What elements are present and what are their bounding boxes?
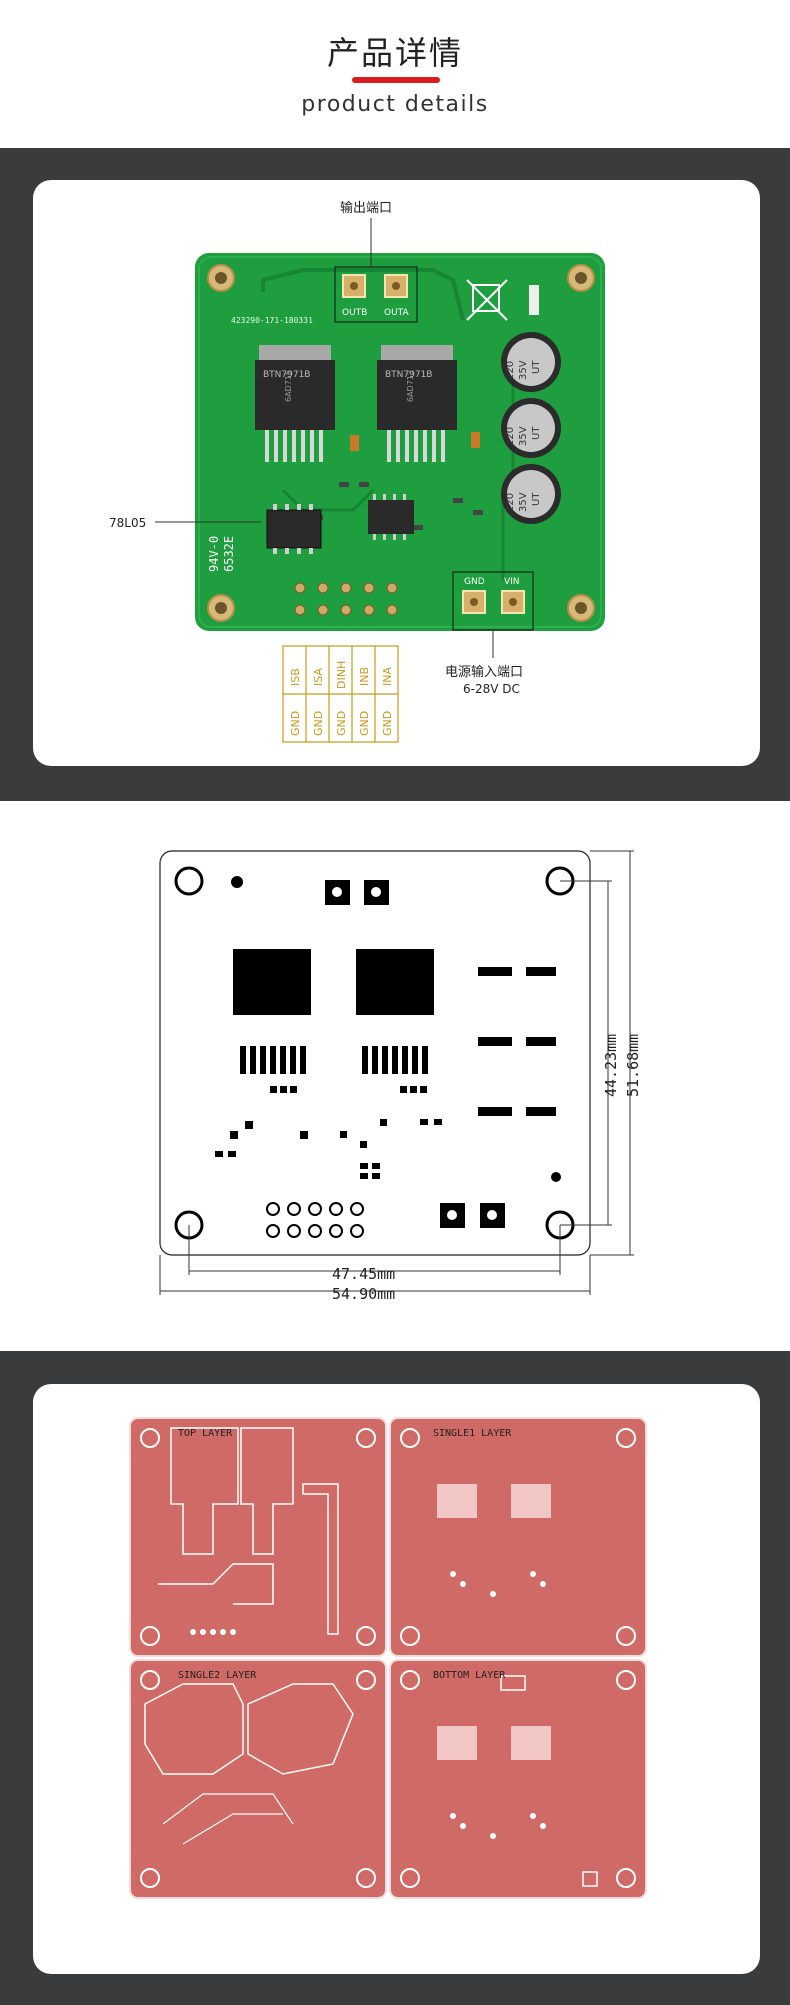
pin-gnd-2: GND — [312, 711, 325, 736]
chip-btn7971b-2 — [377, 345, 457, 462]
pin-label-table — [282, 645, 399, 743]
cap-value-2: 220 — [505, 427, 516, 446]
cap-series-3: UT — [531, 492, 542, 506]
outer-height-label: 51.68mm — [624, 1034, 642, 1097]
cap-voltage-2: 35V — [518, 426, 529, 446]
mounting-holes — [207, 264, 595, 622]
pin-dinh: DINH — [335, 661, 348, 689]
outer-width-label: 54.90mm — [332, 1285, 395, 1303]
inner-width-label: 47.45mm — [332, 1265, 395, 1283]
header-pins — [294, 582, 398, 616]
pin-inb: INB — [358, 667, 371, 686]
panel-bottom-layer: BOTTOM LAYER — [389, 1659, 647, 1899]
layer-panels: TOP LAYER SINGLE1 LAYER SINGLE2 LAYER — [129, 1417, 647, 1899]
pin-ina: INA — [381, 667, 394, 686]
section-subtitle: product details — [301, 92, 489, 117]
panel-single1-layer: SINGLE1 LAYER — [389, 1417, 647, 1657]
power-input-label: 电源输入端口 — [445, 664, 523, 680]
regulator-label: 78L05 — [109, 516, 146, 530]
layers-card: TOP LAYER SINGLE1 LAYER SINGLE2 LAYER — [33, 1384, 760, 1974]
section-header: 产品详情 product details — [0, 0, 790, 148]
chip-78l05 — [266, 509, 322, 549]
cap-series-2: UT — [531, 426, 542, 440]
side-code-1: 94V-0 — [207, 536, 221, 572]
pin-isa: ISA — [312, 668, 325, 686]
board-id: 423290-171-180331 — [231, 316, 313, 325]
panel-top-layer: TOP LAYER — [129, 1417, 387, 1657]
pin-gnd-3: GND — [335, 711, 348, 736]
pin-gnd-4: GND — [358, 711, 371, 736]
layer-single2-label: SINGLE2 LAYER — [178, 1670, 257, 1681]
title-underline — [352, 77, 440, 83]
cap-voltage-1: 35V — [518, 360, 529, 380]
gnd-label: GND — [464, 577, 485, 587]
power-terminals — [462, 590, 525, 614]
outb-label: OUTB — [342, 308, 367, 318]
chip-btn7971b-1 — [255, 345, 335, 462]
layer-bottom-label: BOTTOM LAYER — [433, 1670, 506, 1681]
inner-height-label: 44.23mm — [602, 1034, 620, 1097]
output-port-label: 输出端口 — [340, 200, 392, 216]
layer-single1-label: SINGLE1 LAYER — [433, 1428, 512, 1439]
weee-icon — [466, 279, 508, 321]
pin-gnd-5: GND — [381, 711, 394, 736]
board-photo: 423290-171-180331 OUTB OUTA 输出端口 BTN7971… — [109, 200, 605, 743]
chip-code-1: 6AD715 — [284, 370, 293, 402]
pin-gnd-1: GND — [289, 711, 302, 736]
photo-section: 423290-171-180331 OUTB OUTA 输出端口 BTN7971… — [0, 148, 790, 801]
outa-label: OUTA — [384, 308, 409, 318]
section-title: 产品详情 — [326, 34, 463, 72]
dimension-drawing: 47.45mm 54.90mm 44.23mm 51.68mm — [159, 850, 642, 1303]
chip-label-2: BTN7971B — [385, 370, 432, 380]
large-pads — [233, 949, 434, 1015]
side-code-2: 6532E — [222, 536, 236, 572]
cap-value-3: 220 — [505, 493, 516, 512]
capacitors — [501, 332, 561, 524]
cap-voltage-3: 35V — [518, 492, 529, 512]
photo-card: 423290-171-180331 OUTB OUTA 输出端口 BTN7971… — [33, 180, 760, 766]
chip-label-1: BTN7971B — [263, 370, 310, 380]
cap-value-1: 220 — [505, 361, 516, 380]
layer-top-label: TOP LAYER — [178, 1428, 233, 1439]
pin-isb: ISB — [289, 668, 302, 686]
dimension-section: 47.45mm 54.90mm 44.23mm 51.68mm — [0, 801, 790, 1351]
vin-label: VIN — [504, 577, 520, 587]
cap-series-1: UT — [531, 360, 542, 374]
panel-single2-layer: SINGLE2 LAYER — [129, 1659, 387, 1899]
chip-code-2: 6AD713 — [406, 370, 415, 402]
chip-logic — [368, 500, 414, 534]
voltage-label: 6-28V DC — [463, 682, 520, 696]
layers-section: TOP LAYER SINGLE1 LAYER SINGLE2 LAYER — [0, 1351, 790, 2005]
output-terminals — [342, 274, 408, 298]
